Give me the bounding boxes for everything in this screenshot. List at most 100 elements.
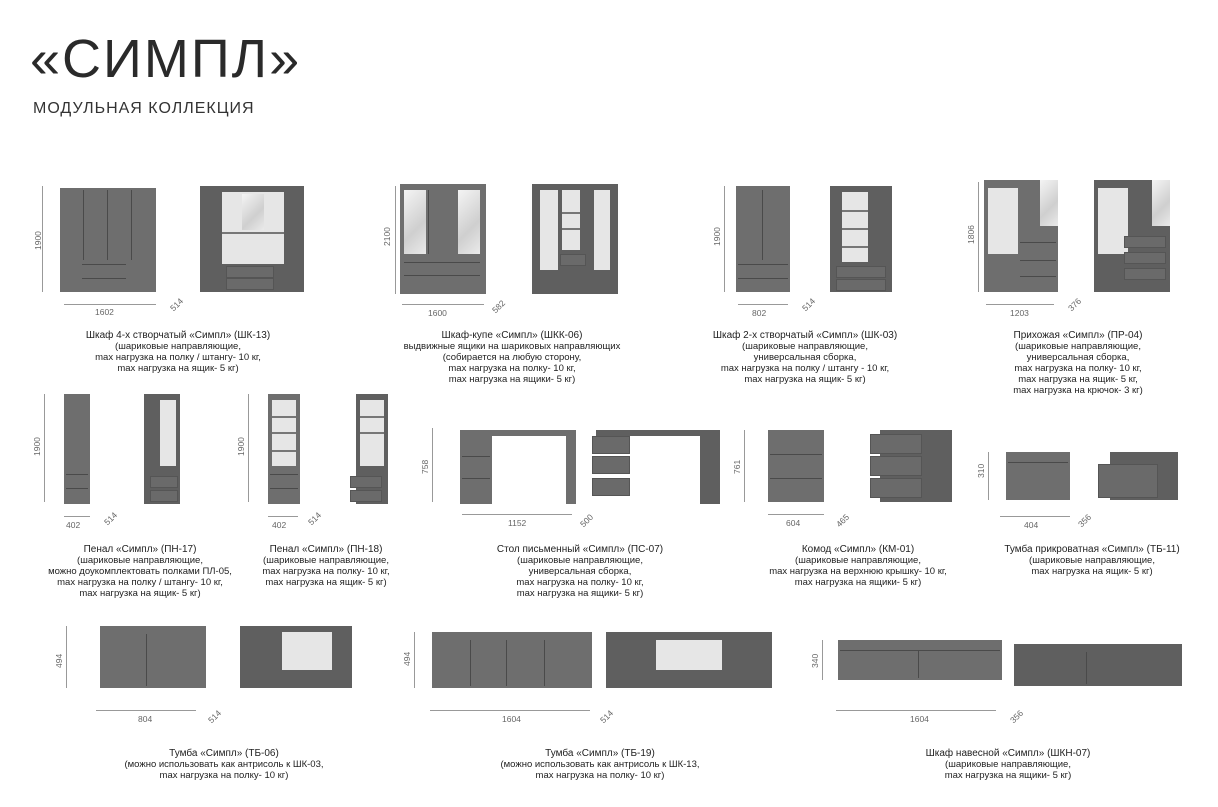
caption-line: max нагрузка на полку- 10 кг, [1014,363,1142,374]
caption-line: (можно использовать как антрисоль к ШК-1… [500,759,700,770]
product-caption: Шкаф 2-х створчатый «Симпл» (ШК-03) (шар… [685,330,925,385]
pencase-closed [64,394,90,504]
dim-width: 402 [272,520,287,530]
product-name: Стол письменный «Симпл» (ПС-07) [496,544,664,555]
product-name: Шкаф навесной «Симпл» (ШКН-07) [925,748,1091,759]
dim-width: 1600 [428,308,447,318]
product-name: Шкаф 4-х створчатый «Симпл» (ШК-13) [85,330,271,341]
caption-line: max нагрузка на верхнюю крышку- 10 кг, [769,566,947,577]
product-caption: Шкаф 4-х створчатый «Симпл» (ШК-13) (шар… [58,330,298,374]
cabinet-closed [432,632,592,688]
caption-line: max нагрузка на полку- 10 кг) [159,770,289,781]
product-caption: Шкаф-купе «Симпл» (ШКК-06) выдвижные ящи… [392,330,632,385]
caption-line: max нагрузка на ящики- 5 кг) [516,588,644,599]
product-name: Пенал «Симпл» (ПН-17) [83,544,197,555]
dim-depth: 514 [598,707,616,726]
dim-depth: 582 [490,297,508,316]
caption-line: max нагрузка на ящики- 5 кг) [794,577,922,588]
dim-width: 1604 [910,714,929,724]
dim-height: 758 [420,459,430,474]
caption-line: (шариковые направляющие, [795,555,921,566]
dim-height: 1900 [712,227,722,246]
caption-line: max нагрузка на ящик- 5 кг) [744,374,866,385]
caption-line: (шариковые направляющие, [115,341,241,352]
caption-line: (шариковые направляющие, [742,341,868,352]
dim-width: 1604 [502,714,521,724]
caption-line: универсальная сборка, [753,352,857,363]
caption-line: (можно использовать как антрисоль к ШК-0… [124,759,324,770]
dim-depth: 514 [306,509,324,528]
dim-depth: 356 [1076,511,1094,530]
dim-height: 310 [976,463,986,478]
dim-height: 494 [54,653,64,668]
product-caption: Тумба прикроватная «Симпл» (ТБ-11) (шари… [982,544,1202,577]
wardrobe-closed [736,186,790,292]
dim-width: 404 [1024,520,1039,530]
dim-depth: 356 [1008,707,1026,726]
caption-line: max нагрузка на полку- 10 кг, [448,363,576,374]
dim-height: 340 [810,653,820,668]
caption-line: (шариковые направляющие, [263,555,389,566]
caption-line: (шариковые направляющие, [517,555,643,566]
dim-depth: 514 [102,509,120,528]
caption-line: max нагрузка на полку- 10 кг, [516,577,644,588]
caption-line: универсальная сборка, [528,566,632,577]
product-name: Тумба прикроватная «Симпл» (ТБ-11) [1004,544,1180,555]
caption-line: max нагрузка на ящик- 5 кг) [117,363,239,374]
caption-line: (шариковые направляющие, [77,555,203,566]
dim-height: 761 [732,459,742,474]
caption-line: max нагрузка на полку- 10 кг, [262,566,390,577]
product-caption: Шкаф навесной «Симпл» (ШКН-07) (шариковы… [888,748,1128,781]
dim-height: 1900 [33,231,43,250]
desk-top [460,430,576,436]
caption-line: max нагрузка на полку / штангу- 10 кг, [57,577,223,588]
dim-height: 1806 [966,225,976,244]
product-caption: Тумба «Симпл» (ТБ-19) (можно использоват… [480,748,720,781]
desk-open-top [596,430,720,436]
dim-depth: 514 [800,295,818,314]
dim-depth: 514 [206,707,224,726]
caption-line: (собирается на любую сторону, [442,352,582,363]
caption-line: max нагрузка на полку / штангу- 10 кг, [95,352,261,363]
dim-depth: 500 [578,511,596,530]
caption-line: max нагрузка на ящик- 5 кг) [79,588,201,599]
dim-height: 494 [402,651,412,666]
product-name: Прихожая «Симпл» (ПР-04) [1013,330,1143,341]
product-name: Шкаф 2-х створчатый «Симпл» (ШК-03) [712,330,898,341]
dim-width: 1602 [95,307,114,317]
product-caption: Прихожая «Симпл» (ПР-04) (шариковые напр… [958,330,1198,396]
product-caption: Стол письменный «Симпл» (ПС-07) (шариков… [460,544,700,599]
caption-line: (шариковые направляющие, [1015,341,1141,352]
dim-height: 1900 [32,437,42,456]
caption-line: max нагрузка на крючок- 3 кг) [1013,385,1143,396]
caption-line: max нагрузка на полку- 10 кг) [535,770,665,781]
product-name: Шкаф-купе «Симпл» (ШКК-06) [441,330,583,341]
wall-cabinet-closed [838,640,1002,680]
product-caption: Тумба «Симпл» (ТБ-06) (можно использоват… [104,748,344,781]
page-title: «СИМПЛ» [30,29,302,89]
desk-drawers [460,436,492,504]
caption-line: max нагрузка на полку / штангу - 10 кг, [720,363,890,374]
product-caption: Пенал «Симпл» (ПН-18) (шариковые направл… [226,544,426,588]
dim-width: 1152 [508,518,527,528]
dresser-closed [768,430,824,502]
dim-width: 804 [138,714,153,724]
product-name: Тумба «Симпл» (ТБ-06) [169,748,279,759]
caption-line: max нагрузка на ящик- 5 кг) [1031,566,1153,577]
dim-width: 604 [786,518,801,528]
caption-line: max нагрузка на ящики- 5 кг) [448,374,576,385]
caption-line: (шариковые направляющие, [945,759,1071,770]
product-name: Тумба «Симпл» (ТБ-19) [545,748,655,759]
product-name: Пенал «Симпл» (ПН-18) [269,544,383,555]
wall-cabinet-open [1014,644,1182,686]
caption-line: можно доукомплектовать полками ПЛ-05, [48,566,232,577]
wardrobe-closed [60,188,156,292]
dim-height: 2100 [382,227,392,246]
caption-line: (шариковые направляющие, [1029,555,1155,566]
page-subtitle: МОДУЛЬНАЯ КОЛЛЕКЦИЯ [33,100,255,117]
dim-depth: 514 [168,295,186,314]
caption-line: max нагрузка на ящик- 5 кг, [1018,374,1138,385]
dim-width: 402 [66,520,81,530]
caption-line: универсальная сборка, [1026,352,1130,363]
caption-line: выдвижные ящики на шариковых направляющи… [403,341,621,352]
